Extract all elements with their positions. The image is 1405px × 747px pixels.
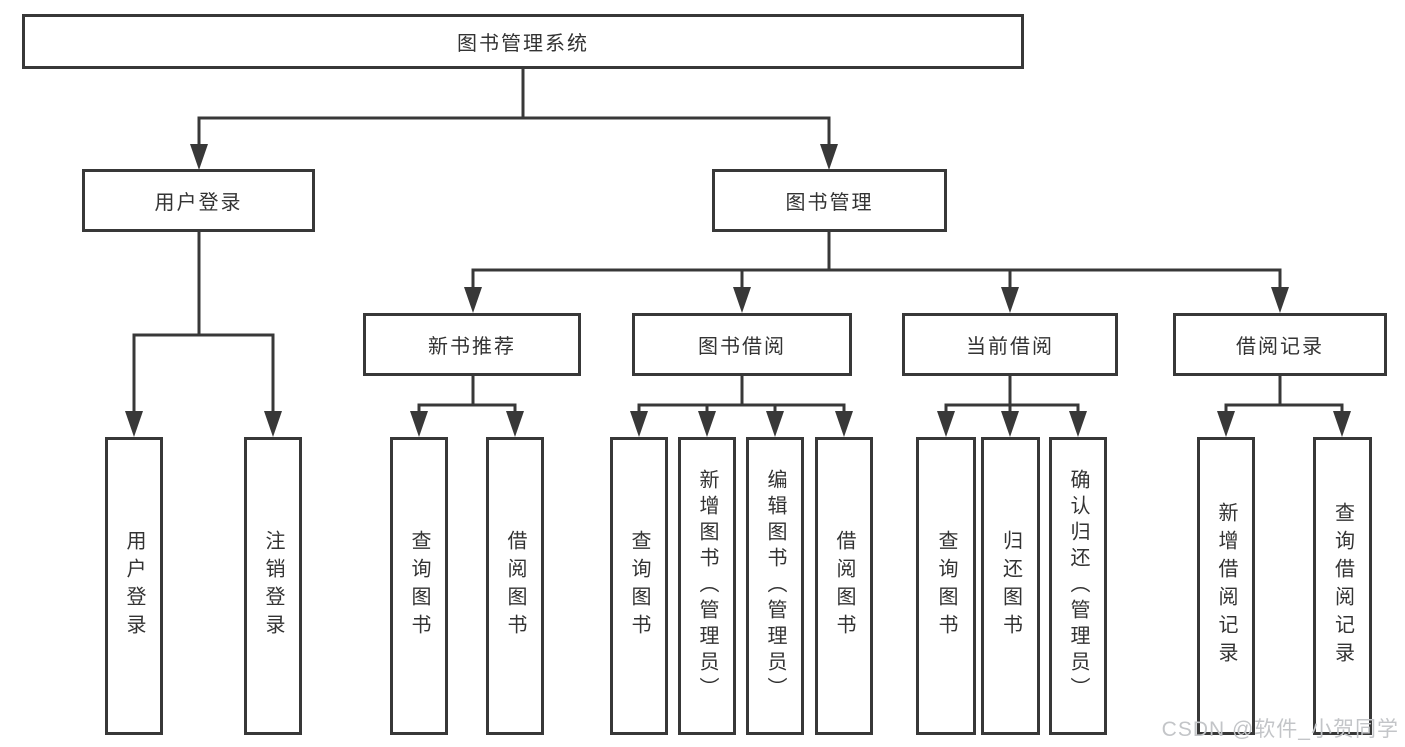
node-label: 图书管理系统 xyxy=(457,33,589,55)
leaf-label: 确认归还（管理员） xyxy=(1067,469,1089,703)
node-book-management: 图书管理 xyxy=(712,169,947,232)
node-label: 图书借阅 xyxy=(698,336,786,358)
leaf-label: 借阅图书 xyxy=(833,530,855,642)
leaf-query-books-borrow: 查询图书 xyxy=(610,437,668,735)
node-label: 用户登录 xyxy=(154,192,243,214)
leaf-label: 新增图书（管理员） xyxy=(696,469,718,703)
leaf-query-books-current: 查询图书 xyxy=(916,437,976,735)
leaf-confirm-return-admin: 确认归还（管理员） xyxy=(1049,437,1107,735)
leaf-add-books-admin: 新增图书（管理员） xyxy=(678,437,736,735)
leaf-logout: 注销登录 xyxy=(244,437,302,735)
node-book-borrowing: 图书借阅 xyxy=(632,313,852,376)
leaf-label: 编辑图书（管理员） xyxy=(764,469,786,703)
node-borrowing-records: 借阅记录 xyxy=(1173,313,1387,376)
leaf-label: 注销登录 xyxy=(262,530,284,642)
leaf-edit-books-admin: 编辑图书（管理员） xyxy=(746,437,804,735)
leaf-query-borrow-record: 查询借阅记录 xyxy=(1313,437,1372,735)
node-label: 当前借阅 xyxy=(966,336,1054,358)
leaf-label: 查询图书 xyxy=(935,530,957,642)
leaf-label: 归还图书 xyxy=(999,530,1022,642)
leaf-add-borrow-record: 新增借阅记录 xyxy=(1197,437,1255,735)
node-label: 图书管理 xyxy=(785,192,874,214)
leaf-label: 查询图书 xyxy=(408,530,430,642)
leaf-label: 查询借阅记录 xyxy=(1331,502,1354,670)
node-label: 借阅记录 xyxy=(1236,336,1324,358)
node-user-login: 用户登录 xyxy=(82,169,315,232)
leaf-borrow-books: 借阅图书 xyxy=(815,437,873,735)
leaf-borrow-books-rec: 借阅图书 xyxy=(486,437,544,735)
node-library-management-system: 图书管理系统 xyxy=(22,14,1024,69)
node-current-borrowing: 当前借阅 xyxy=(902,313,1118,376)
node-new-book-recommendation: 新书推荐 xyxy=(363,313,581,376)
leaf-label: 新增借阅记录 xyxy=(1215,502,1237,670)
leaf-label: 用户登录 xyxy=(123,530,145,642)
leaf-return-books: 归还图书 xyxy=(981,437,1040,735)
leaf-user-login: 用户登录 xyxy=(105,437,163,735)
leaf-label: 借阅图书 xyxy=(504,530,526,642)
leaf-query-books-rec: 查询图书 xyxy=(390,437,448,735)
node-label: 新书推荐 xyxy=(428,336,516,358)
leaf-label: 查询图书 xyxy=(628,530,650,642)
